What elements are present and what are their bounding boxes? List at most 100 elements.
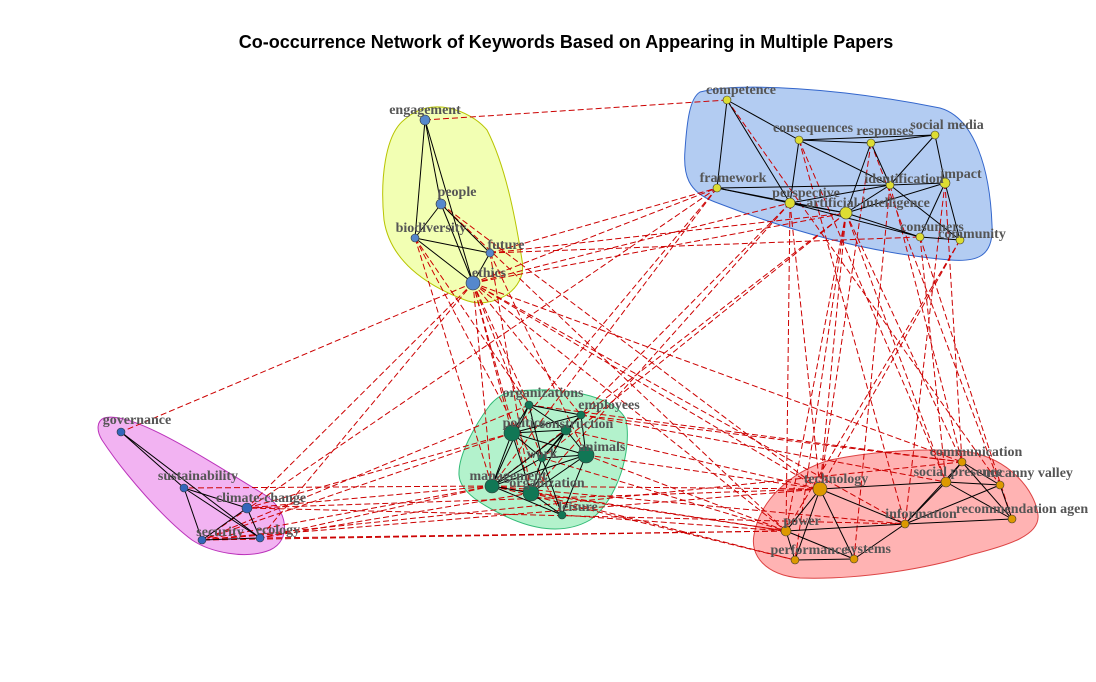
intra-edge [870, 142, 891, 186]
node-consequences [794, 135, 804, 145]
inter-edge [472, 187, 718, 284]
inter-edge [580, 414, 963, 463]
node-label-perspective: perspective [772, 186, 840, 201]
intra-edge [511, 414, 582, 434]
intra-edge [440, 203, 491, 254]
intra-edge [491, 432, 513, 487]
inter-edge [511, 187, 718, 434]
inter-edge [789, 202, 821, 490]
node-social-presence [940, 476, 952, 488]
node-recommendation-agen [1007, 514, 1017, 524]
inter-edge [785, 202, 791, 532]
node-label-recommendation-agen: recommendation agen [956, 502, 1089, 517]
inter-edge [491, 485, 796, 561]
intra-edge [904, 518, 1013, 525]
intra-edge [424, 119, 442, 205]
node-label-consequences: consequences [773, 121, 854, 136]
node-label-framework: framework [700, 171, 767, 186]
node-work [537, 453, 547, 463]
node-label-communication: communication [930, 445, 1023, 460]
intra-edge [819, 481, 947, 490]
intra-edge [819, 488, 906, 525]
inter-edge [246, 282, 474, 509]
node-climate-change [241, 502, 253, 514]
inter-edge [201, 488, 821, 541]
inter-edge [491, 485, 821, 490]
node-label-consumers: consumers [900, 220, 964, 235]
node-employees [576, 410, 586, 420]
intra-edge [511, 429, 567, 434]
inter-edge [489, 187, 718, 254]
inter-edge [944, 182, 963, 463]
node-label-artificial-intelligence: artificial-intelligence [806, 196, 930, 211]
intra-edge [120, 431, 261, 539]
intra-edge [491, 404, 530, 487]
node-label-politics: politics [503, 416, 546, 431]
node-label-engagement: engagement [389, 103, 461, 118]
inter-edge [201, 404, 530, 541]
node-label-biodiversity: biodiversity [396, 221, 467, 236]
intra-edge [798, 139, 872, 144]
inter-edge [201, 461, 963, 541]
inter-edge [491, 485, 906, 525]
node-information [900, 519, 910, 529]
node-performance [790, 555, 800, 565]
intra-edge [511, 432, 587, 456]
inter-edge [472, 212, 847, 284]
inter-edge [491, 212, 847, 487]
node-technology [812, 481, 828, 497]
intra-edge [904, 481, 947, 525]
intra-edge [870, 134, 936, 144]
node-label-work: work [526, 447, 557, 462]
intra-edge [530, 454, 587, 494]
node-organizations [524, 400, 534, 410]
inter-edge [472, 282, 543, 459]
inter-edge [794, 212, 847, 561]
inter-edge [561, 514, 787, 532]
intra-edge [491, 454, 587, 487]
inter-edge [919, 236, 1013, 520]
node-artificial-intelligence [839, 206, 853, 220]
inter-edge [246, 432, 513, 509]
node-social-media [930, 130, 940, 140]
intra-edge [528, 404, 582, 416]
inter-edge [919, 236, 947, 483]
node-label-systems: systems [845, 542, 891, 557]
intra-edge [798, 134, 936, 141]
inter-edge [530, 492, 787, 532]
intra-edge [414, 203, 442, 239]
node-label-social-media: social media [910, 118, 984, 133]
inter-edge [246, 488, 821, 509]
intra-edge [183, 487, 203, 541]
inter-edge [904, 182, 946, 525]
node-uncanny-valley [995, 480, 1005, 490]
node-label-ecology: ecology [256, 523, 300, 538]
intra-edge [541, 457, 563, 516]
inter-edge [845, 212, 963, 463]
inter-edge [530, 492, 796, 561]
inter-edge [472, 282, 787, 532]
intra-edge [530, 429, 567, 494]
node-label-ethics: ethics [472, 266, 507, 281]
intra-edge [785, 488, 821, 532]
node-label-impact: impact [940, 167, 982, 182]
node-label-organizations: organizations [503, 386, 584, 401]
node-label-sustainability: sustainability [158, 469, 238, 484]
node-security [197, 535, 207, 545]
node-systems [849, 554, 859, 564]
inter-edge [580, 414, 947, 483]
intra-edge [819, 488, 855, 560]
node-future [485, 248, 495, 258]
intra-edge [716, 184, 891, 189]
inter-edge [819, 212, 847, 490]
node-label-future: future [487, 238, 524, 253]
inter-edge [845, 212, 947, 483]
intra-edge [414, 237, 491, 254]
inter-edge [528, 404, 963, 463]
inter-edge [785, 239, 961, 532]
node-label-management: management [470, 469, 547, 484]
node-sustainability [179, 483, 189, 493]
node-label-climate-change: climate-change [216, 491, 306, 506]
node-label-organization: organization [509, 476, 585, 491]
